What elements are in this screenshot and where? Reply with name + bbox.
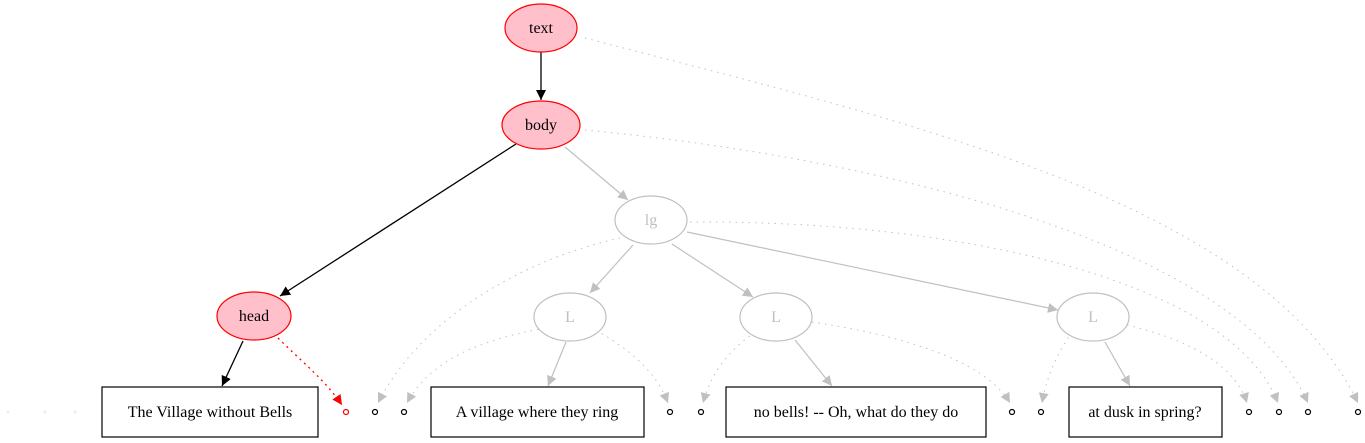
node-l2[interactable]: L <box>739 292 813 342</box>
edge-text-to-end <box>584 37 1359 404</box>
box-b2[interactable]: A village where they ring <box>430 386 645 438</box>
node-l3[interactable]: L <box>1056 292 1130 342</box>
node-l3-shape <box>1056 292 1130 342</box>
faint-dot <box>73 410 77 414</box>
box-b2-shape <box>430 386 645 438</box>
box-b1[interactable]: The Village without Bells <box>101 386 319 438</box>
terminal-point <box>1008 408 1016 416</box>
terminal-point <box>697 408 705 416</box>
edge-head-b1 <box>221 340 244 387</box>
terminal-point <box>1354 408 1362 416</box>
node-body-label: body <box>525 117 557 134</box>
terminal-point <box>371 408 379 416</box>
edge-l3-end <box>1126 324 1249 404</box>
node-l1[interactable]: L <box>533 292 607 342</box>
node-head[interactable]: head <box>216 291 292 341</box>
faint-dots <box>6 410 77 414</box>
faint-dot <box>6 410 10 414</box>
edge-body-head <box>279 143 517 297</box>
box-b1-shape <box>101 386 319 438</box>
node-l2-label: L <box>771 309 781 326</box>
box-b3-label: no bells! -- Oh, what do they do <box>754 404 958 421</box>
edge-l2-end <box>811 321 1011 404</box>
edge-lg-l3 <box>686 231 1059 313</box>
node-lg-label: lg <box>645 212 657 229</box>
edge-l2-b3 <box>794 339 833 387</box>
node-l1-label: L <box>565 309 575 326</box>
terminal-point <box>1275 408 1283 416</box>
terminal-point <box>1304 408 1312 416</box>
edge-l3-b4 <box>1104 341 1131 387</box>
dotted-edges <box>377 37 1359 404</box>
terminal-point <box>1245 408 1253 416</box>
node-lg-shape <box>614 195 688 245</box>
node-head-label: head <box>239 308 269 325</box>
node-text[interactable]: text <box>504 3 578 53</box>
edge-l3-start <box>1038 331 1073 404</box>
edge-body-to-end <box>584 129 1309 404</box>
node-lg[interactable]: lg <box>614 195 688 245</box>
active-edges <box>221 52 546 387</box>
node-l2-shape <box>739 292 813 342</box>
box-b2-label: A village where they ring <box>456 404 619 421</box>
box-b4-shape <box>1068 386 1223 438</box>
node-l3-label: L <box>1088 309 1098 326</box>
box-b4[interactable]: at dusk in spring? <box>1068 386 1223 438</box>
node-head-shape <box>216 291 292 341</box>
edge-body-lg <box>564 146 629 201</box>
terminal-points <box>342 408 1362 416</box>
box-b4-label: at dusk in spring? <box>1088 404 1201 421</box>
box-b3-shape <box>725 386 987 438</box>
terminal-point <box>666 408 674 416</box>
terminal-point <box>400 408 408 416</box>
edge-l1-b2 <box>547 341 567 387</box>
edge-lg-l1 <box>589 244 634 294</box>
box-b3[interactable]: no bells! -- Oh, what do they do <box>725 386 987 438</box>
node-body[interactable]: body <box>501 100 581 150</box>
terminal-point <box>1037 408 1045 416</box>
node-l1-shape <box>533 292 607 342</box>
node-body-shape <box>501 100 581 150</box>
box-b1-label: The Village without Bells <box>128 404 293 421</box>
node-text-shape <box>504 3 578 53</box>
edge-lg-to-start <box>377 237 621 404</box>
terminal-point-highlight <box>342 408 350 416</box>
node-text-label: text <box>529 20 554 37</box>
inactive-edges <box>547 146 1131 387</box>
faint-dot <box>43 410 47 414</box>
edge-lg-l2 <box>671 243 754 298</box>
